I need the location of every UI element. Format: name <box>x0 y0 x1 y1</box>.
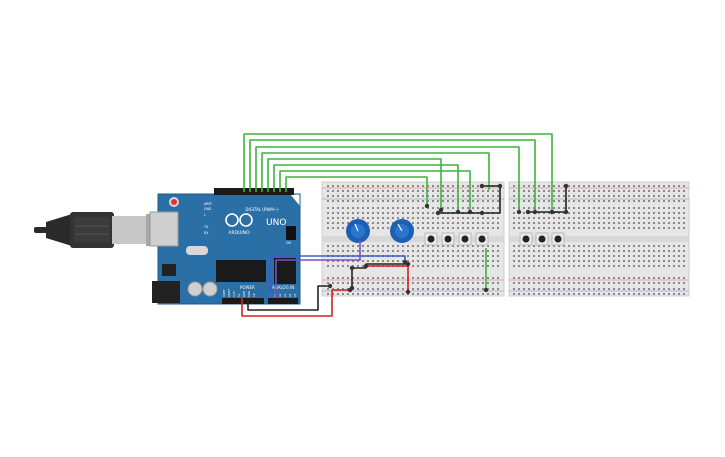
wire-green-7 <box>279 170 471 212</box>
power-label: POWER <box>240 285 255 290</box>
power-pin-label: 5V <box>237 293 241 297</box>
pushbutton-7[interactable] <box>551 232 565 246</box>
rx-label: RX <box>204 231 209 235</box>
arduino-board[interactable]: ARDUINO UNO DIGITAL (PWM~) AREF GND TX R… <box>149 188 301 305</box>
on-led-label: ON <box>286 241 292 245</box>
wire-endpoint-6[interactable] <box>497 183 503 189</box>
wire-green-8 <box>285 176 428 206</box>
wire-endpoint-3[interactable] <box>467 209 473 215</box>
pushbutton-4[interactable] <box>475 232 489 246</box>
analog-pin-label: A3 <box>283 293 287 297</box>
potentiometer-1[interactable] <box>346 219 370 243</box>
analog-pin-label: A1 <box>273 293 277 297</box>
arduino-logo: ARDUINO <box>225 213 253 236</box>
wire-blue-a0 <box>269 255 406 298</box>
power-pin-label: 3.3V <box>232 291 236 297</box>
aref-label: AREF <box>204 202 212 206</box>
wire-red-5v <box>241 289 350 317</box>
wire-endpoint-9[interactable] <box>525 209 531 215</box>
usb-cable[interactable] <box>34 212 158 248</box>
wire-endpoint-8[interactable] <box>424 203 430 209</box>
pushbutton-5[interactable] <box>519 232 533 246</box>
wire-endpoint-5[interactable] <box>479 183 485 189</box>
usb-jack <box>149 211 179 247</box>
analog-pin-label: A4 <box>288 293 292 297</box>
wire-black-gnd <box>247 285 330 311</box>
wire-black-bb-2 <box>482 185 501 214</box>
atmega-chip <box>216 260 266 282</box>
power-pin-label: GND <box>242 291 246 297</box>
power-jack <box>152 281 180 303</box>
power-pin-label: Vin <box>252 293 256 297</box>
wire-endpoint-2[interactable] <box>455 209 461 215</box>
l-led-label: L <box>204 213 206 217</box>
wire-green-6 <box>273 164 459 212</box>
wire-endpoint-12[interactable] <box>563 209 569 215</box>
wire-endpoints <box>327 183 569 295</box>
wire-endpoint-23[interactable] <box>483 287 489 293</box>
board-model-label: UNO <box>266 218 286 228</box>
digital-header-label: DIGITAL (PWM~) <box>245 207 279 212</box>
pushbutton-2[interactable] <box>441 232 455 246</box>
wire-green-2 <box>249 139 536 212</box>
digital-header[interactable] <box>214 188 294 195</box>
wire-endpoint-4[interactable] <box>479 210 485 216</box>
logo-text: ARDUINO <box>228 230 250 236</box>
wire-violet-a1 <box>275 240 361 298</box>
wire-green-4 <box>261 152 490 192</box>
wire-endpoint-22[interactable] <box>402 259 408 265</box>
wire-endpoint-21[interactable] <box>327 283 333 289</box>
analog-header[interactable] <box>268 298 298 304</box>
wire-green-5 <box>267 158 442 210</box>
wire-endpoint-13[interactable] <box>563 183 569 189</box>
wire-endpoint-7[interactable] <box>438 207 444 213</box>
reset-button[interactable] <box>171 199 177 205</box>
pushbutton-3[interactable] <box>458 232 472 246</box>
wire-endpoint-14[interactable] <box>516 209 522 215</box>
power-pin-label: IOREF <box>222 289 226 297</box>
wire-endpoint-10[interactable] <box>532 209 538 215</box>
power-pin-label: GND <box>247 291 251 297</box>
wire-endpoint-20[interactable] <box>347 287 353 293</box>
gnd-label: GND <box>204 207 212 211</box>
pushbutton-6[interactable] <box>535 232 549 246</box>
wire-green-3 <box>255 146 520 212</box>
power-pin-label: RESET <box>227 288 231 297</box>
wire-endpoint-15[interactable] <box>349 265 355 271</box>
potentiometer-2[interactable] <box>390 219 414 243</box>
analog-pin-label: A5 <box>293 293 297 297</box>
power-header[interactable] <box>222 298 264 304</box>
wire-endpoint-1[interactable] <box>435 210 441 216</box>
analog-label: ANALOG IN <box>272 285 294 290</box>
wire-endpoint-11[interactable] <box>549 209 555 215</box>
wire-endpoint-18[interactable] <box>405 289 411 295</box>
pushbutton-1[interactable] <box>424 232 438 246</box>
wire-endpoint-16[interactable] <box>363 263 369 269</box>
tx-label: TX <box>203 225 209 229</box>
analog-pin-label: A2 <box>278 293 282 297</box>
